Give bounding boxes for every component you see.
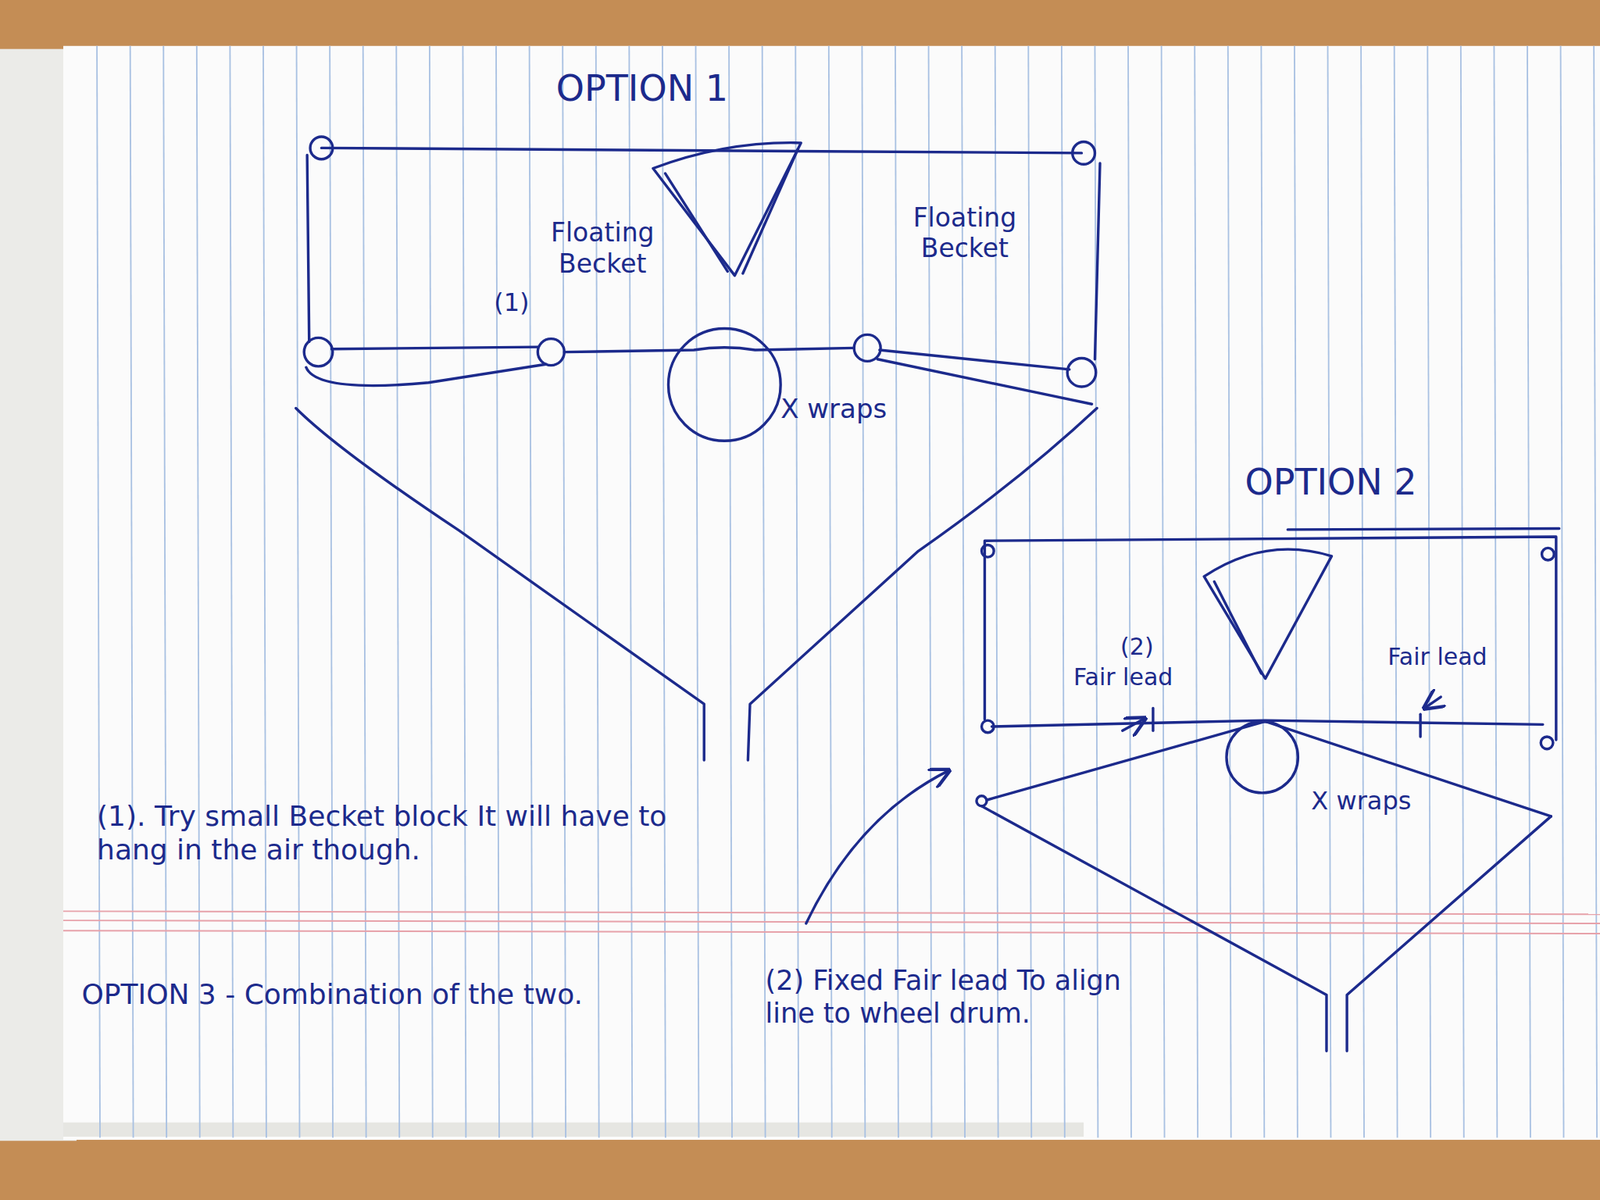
option-heading: OPTION 2	[1244, 460, 1417, 504]
ruled-line	[762, 46, 766, 1139]
ruled-line	[562, 46, 566, 1139]
sheave	[1542, 547, 1555, 561]
ruled-line	[1260, 46, 1265, 1139]
ruled-line	[263, 46, 267, 1139]
sheave	[981, 544, 994, 558]
note-text: (1). Try small Becket block It will have…	[96, 799, 668, 867]
ruled-line	[1593, 46, 1597, 1139]
frame-line	[984, 536, 1556, 740]
ruled-line	[1460, 46, 1465, 1139]
ruled-line	[329, 46, 333, 1139]
paper	[63, 46, 1600, 1140]
sketch-label: (2)	[1120, 632, 1154, 661]
ruled-line	[1328, 46, 1332, 1139]
sheave	[1540, 736, 1554, 750]
ruled-line	[1228, 46, 1232, 1139]
ruled-line	[396, 46, 400, 1139]
ruled-line	[429, 46, 433, 1139]
option-1-sketch	[296, 136, 1100, 761]
ruled-line	[529, 46, 533, 1139]
rope	[747, 407, 1097, 761]
ruled-line	[363, 46, 367, 1139]
fairlead-tick	[1418, 714, 1422, 737]
ruled-line	[229, 46, 233, 1139]
option-heading: OPTION 1	[556, 67, 729, 111]
note-text: (2) Fixed Fair lead To align line to whe…	[765, 964, 1174, 1030]
ruled-line	[1360, 46, 1365, 1139]
ruled-line	[1527, 46, 1531, 1139]
rope	[296, 407, 704, 761]
sheave	[1072, 142, 1096, 165]
ruled-line	[462, 46, 466, 1139]
ruled-line	[662, 46, 666, 1139]
wheel-drum	[668, 328, 782, 442]
sketch-label: Floating Becket	[885, 202, 1044, 265]
pointer-arrow	[1424, 696, 1441, 708]
sheave	[310, 136, 333, 160]
rope	[877, 359, 1092, 404]
ruled-line	[1294, 46, 1298, 1139]
pointer-arrow	[806, 770, 950, 924]
pointer-sector	[653, 142, 801, 276]
pointer-sector	[1203, 549, 1332, 679]
ruled-line	[1560, 46, 1565, 1139]
becket-block	[537, 339, 565, 366]
margin-lines	[63, 910, 1600, 934]
frame-line	[1094, 163, 1100, 360]
sketch-label: Floating Becket	[528, 217, 677, 279]
fairlead-tick	[1151, 707, 1154, 731]
pointer-sector	[1214, 581, 1261, 674]
ruled-line	[1493, 46, 1497, 1139]
ruled-line	[130, 46, 134, 1139]
ruled-line	[696, 46, 700, 1139]
wheel-drum	[1226, 721, 1298, 793]
rope	[981, 806, 1326, 1051]
rope	[331, 346, 538, 350]
ruled-line	[296, 46, 300, 1139]
ruled-line	[96, 46, 100, 1139]
sheave	[1067, 357, 1097, 387]
pointer-sector	[665, 149, 799, 274]
ruled-line	[628, 46, 633, 1139]
note-text: OPTION 3 - Combination of the two.	[81, 977, 633, 1011]
ruled-line	[1194, 46, 1198, 1139]
ruled-line	[728, 46, 733, 1139]
becket-block	[853, 334, 881, 361]
sketch-label: X wraps	[1310, 785, 1411, 816]
sketch-label: X wraps	[780, 392, 887, 425]
rope	[306, 364, 547, 386]
pointer-arrow	[1122, 718, 1146, 732]
ruled-lines	[96, 46, 1597, 1139]
frame-line	[1287, 528, 1559, 530]
margin-line	[63, 920, 1600, 924]
sketch-label: (1)	[493, 287, 529, 318]
rope	[986, 721, 1551, 816]
margin-line	[63, 910, 1600, 915]
page-stack	[63, 1122, 1084, 1137]
ruled-line	[1128, 46, 1132, 1139]
ruled-line	[196, 46, 200, 1139]
rope	[1346, 816, 1551, 1051]
sheave	[976, 796, 987, 807]
ruled-line	[1161, 46, 1165, 1139]
margin-line	[63, 930, 1600, 934]
ruled-line	[596, 46, 600, 1139]
sketch-label: Fair lead	[1073, 663, 1173, 692]
rope	[564, 347, 854, 353]
sketch-label: Fair lead	[1387, 642, 1487, 672]
sheave	[981, 720, 994, 733]
ruled-line	[496, 46, 500, 1139]
ruled-line	[1394, 46, 1398, 1139]
frame-line	[307, 155, 310, 343]
ruled-line	[1427, 46, 1431, 1139]
sheave	[303, 337, 333, 367]
ruled-line	[163, 46, 167, 1139]
